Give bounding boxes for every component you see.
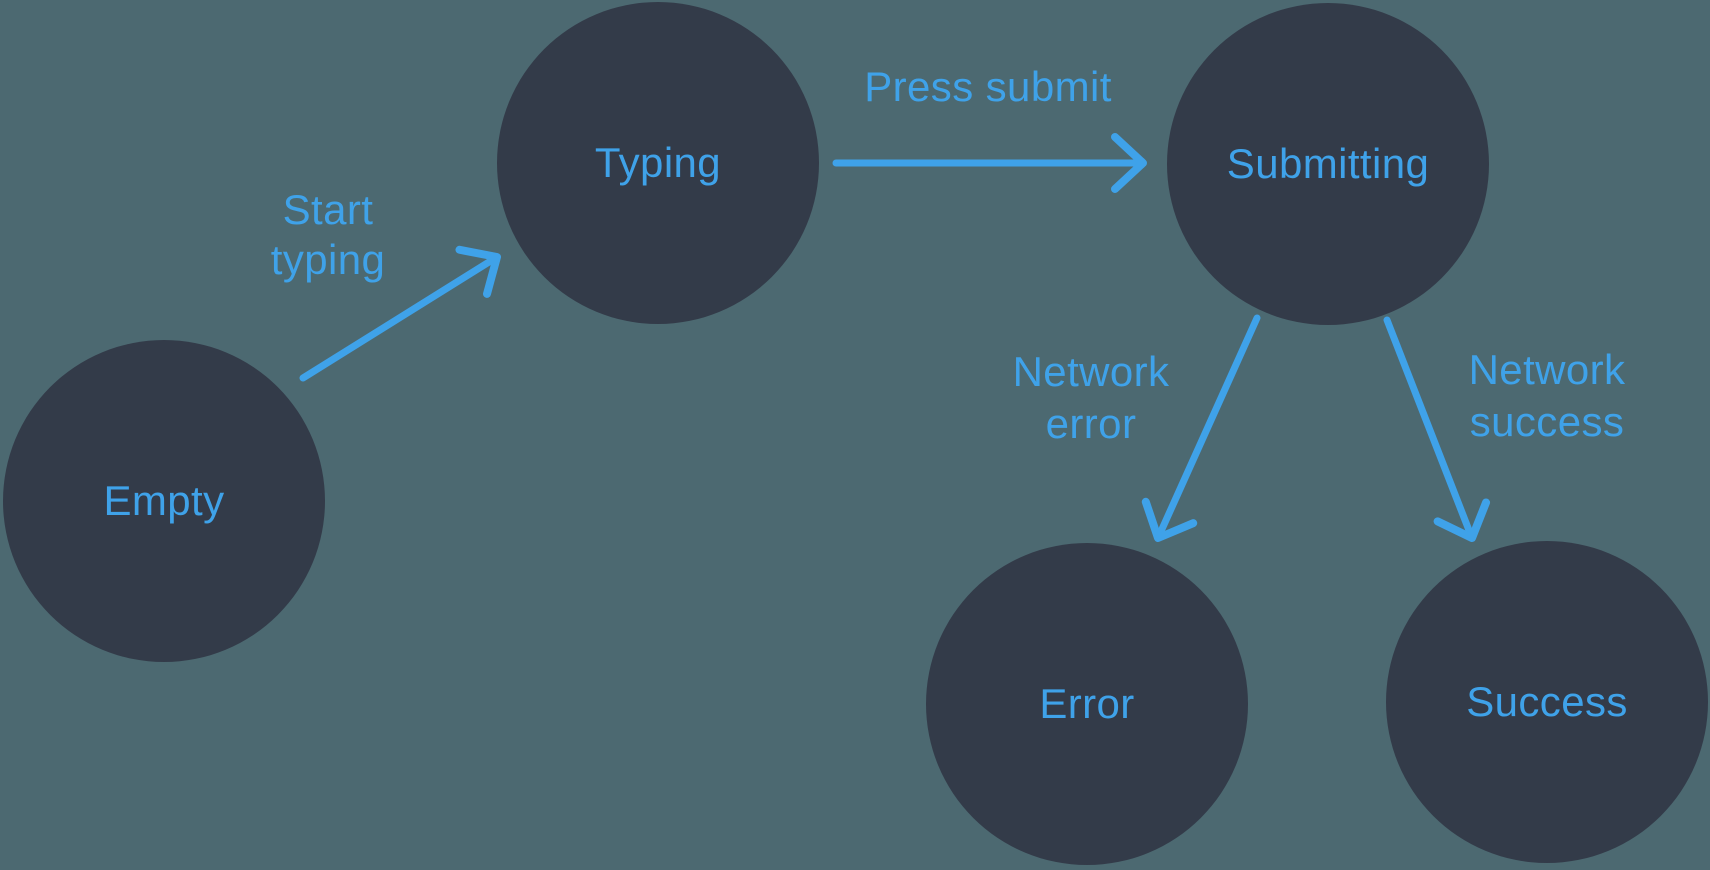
edge-label-start-typing: Start typing [270,186,386,283]
state-node-empty: Empty [3,340,325,662]
state-node-error: Error [926,543,1248,865]
state-node-success-label: Success [1466,678,1628,725]
state-node-typing: Typing [497,2,819,324]
state-node-submitting: Submitting [1167,3,1489,325]
state-node-submitting-label: Submitting [1226,140,1430,187]
edge-arrow-empty-to-typing [299,245,501,382]
edge-arrow-submitting-to-success [1383,316,1491,542]
edge-label-press-submit: Press submit [864,63,1112,110]
edge-label-network-error: Network error [1012,348,1170,447]
state-node-error-label: Error [1039,680,1135,727]
edge-label-network-success: Network success [1468,346,1626,445]
state-node-success: Success [1386,541,1708,863]
state-node-typing-label: Typing [594,139,722,186]
edge-arrow-submitting-to-error [1141,314,1261,542]
state-node-empty-label: Empty [103,477,225,524]
